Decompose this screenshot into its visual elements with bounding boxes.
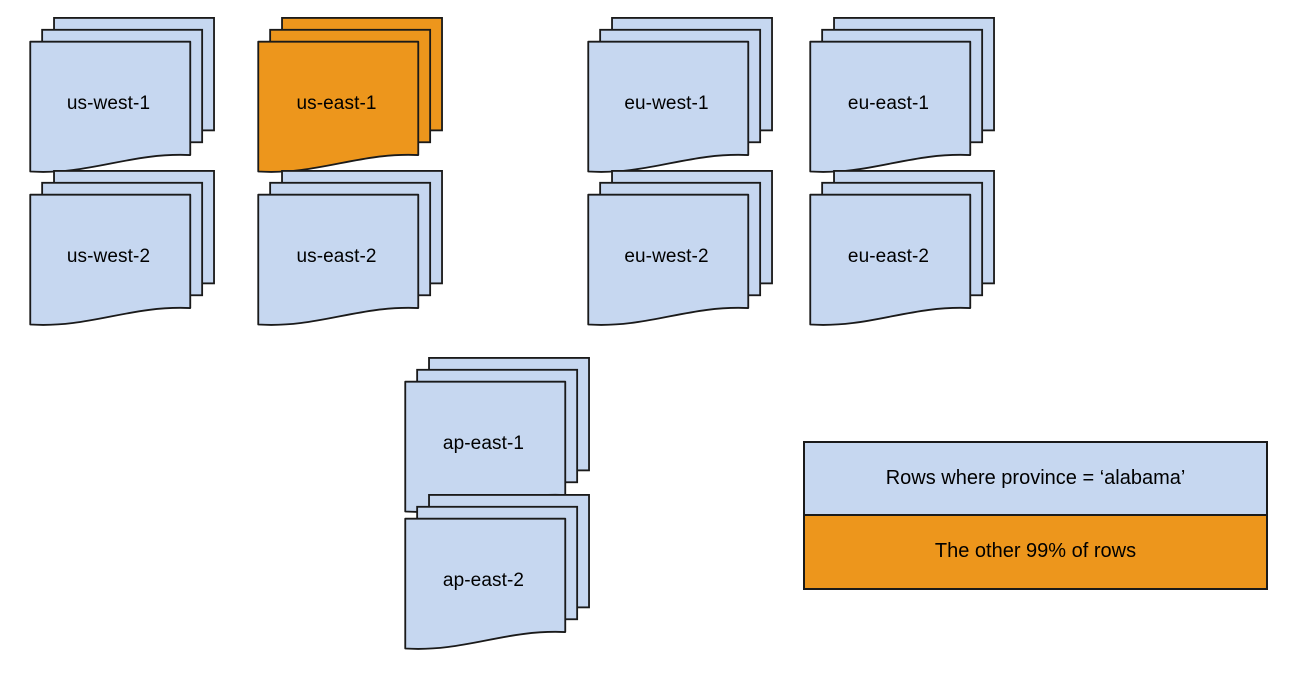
region-stack-ap-east-1[interactable]: ap-east-1 (395, 357, 613, 517)
stack-sheet-front (809, 40, 972, 173)
legend-normal: Rows where province = ‘alabama’ (805, 443, 1266, 516)
region-stack-eu-east-2[interactable]: eu-east-2 (800, 170, 1018, 330)
region-stack-eu-east-1[interactable]: eu-east-1 (800, 17, 1018, 177)
region-stack-ap-east-2[interactable]: ap-east-2 (395, 494, 613, 654)
region-stack-us-west-2[interactable]: us-west-2 (20, 170, 238, 330)
region-stack-us-west-1[interactable]: us-west-1 (20, 17, 238, 177)
stack-sheets-us-east-2 (257, 170, 443, 326)
stack-sheets-ap-east-1 (404, 357, 590, 513)
stack-sheets-ap-east-2 (404, 494, 590, 650)
stack-sheets-eu-west-2 (587, 170, 773, 326)
stack-sheets-eu-west-1 (587, 17, 773, 173)
stack-sheet-front (29, 40, 192, 173)
legend-highlight: The other 99% of rows (805, 515, 1266, 588)
region-stack-eu-west-1[interactable]: eu-west-1 (578, 17, 796, 177)
stack-sheets-eu-east-1 (809, 17, 995, 173)
region-stack-us-east-2[interactable]: us-east-2 (248, 170, 466, 330)
region-stack-us-east-1[interactable]: us-east-1 (248, 17, 466, 177)
stack-sheet-front (587, 40, 750, 173)
stack-sheets-eu-east-2 (809, 170, 995, 326)
stack-sheet-front (404, 517, 567, 650)
stack-sheet-front (257, 40, 420, 173)
stack-sheets-us-west-2 (29, 170, 215, 326)
stack-sheets-us-east-1 (257, 17, 443, 173)
stack-sheet-front (29, 193, 192, 326)
stack-sheet-front (404, 380, 567, 513)
stack-sheet-front (257, 193, 420, 326)
region-stack-eu-west-2[interactable]: eu-west-2 (578, 170, 796, 330)
stack-sheet-front (809, 193, 972, 326)
stack-sheets-us-west-1 (29, 17, 215, 173)
stack-sheet-front (587, 193, 750, 326)
legend: Rows where province = ‘alabama’The other… (803, 441, 1268, 590)
